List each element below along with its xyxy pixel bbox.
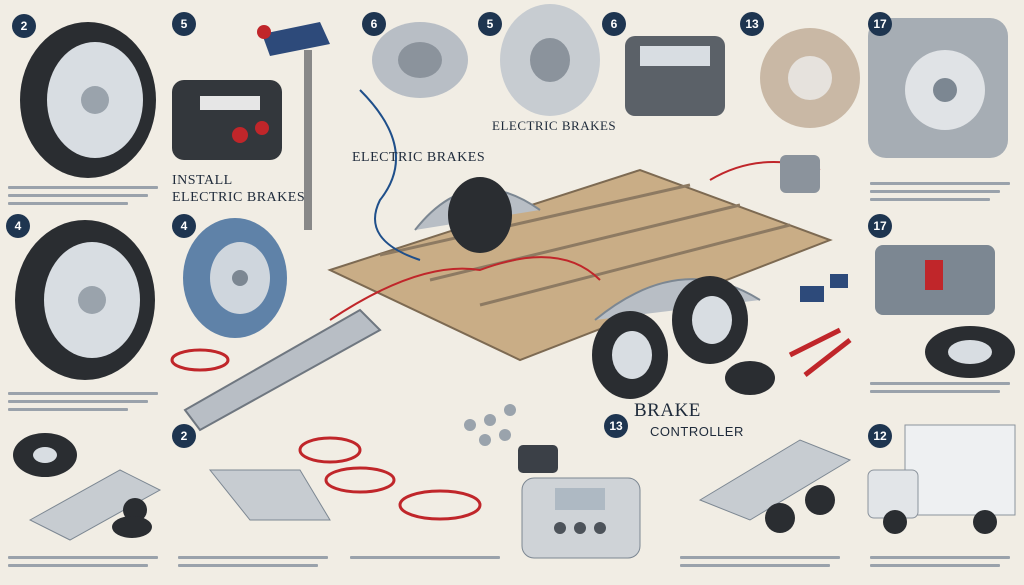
step-badge: 5	[172, 12, 196, 36]
bolt-set	[464, 404, 516, 446]
controller-module-top	[625, 36, 725, 116]
caption-line	[870, 190, 1000, 193]
caption-line	[870, 564, 1000, 567]
spool-right-core	[948, 340, 992, 364]
caption-line	[178, 556, 328, 559]
trailer-small-bottom-left	[28, 469, 162, 541]
step-badge: 17	[868, 214, 892, 238]
install-title-line1: INSTALL	[172, 173, 233, 188]
brake-assembly-top	[760, 28, 860, 128]
step-badge: 13	[604, 414, 628, 438]
caption-line	[8, 194, 148, 197]
brake-controller-handheld	[521, 477, 641, 559]
caption-line	[870, 382, 1010, 385]
electric-brakes-caption: ELECTRIC BRAKES	[492, 118, 617, 133]
brake-magnet	[780, 155, 820, 193]
wire-coils	[170, 348, 482, 521]
step-badge: 5	[478, 12, 502, 36]
brake-drum-top	[500, 4, 600, 116]
electric-brakes-caption: ELECTRIC BRAKES	[352, 150, 486, 165]
install-title: INSTALL ELECTRIC BRAKES	[172, 172, 305, 206]
brake-backing-plate-top	[372, 22, 468, 98]
caption-line	[8, 392, 158, 395]
spool-small	[112, 516, 152, 538]
controller-caption: CONTROLLER	[650, 424, 744, 439]
caption-line	[870, 556, 1010, 559]
trailer-bottom-center	[698, 439, 852, 533]
caption-line	[8, 556, 158, 559]
step-badge: 2	[172, 424, 196, 448]
tire-top-left	[20, 22, 156, 178]
brake-drum-blue	[183, 218, 287, 338]
step-badge: 2	[12, 14, 36, 38]
caption-line	[870, 390, 1000, 393]
caption-line	[8, 408, 128, 411]
step-badge: 17	[868, 12, 892, 36]
cargo-van	[867, 424, 1016, 534]
brake-caliper-top-right	[868, 18, 1008, 158]
caption-line	[8, 186, 158, 189]
caption-line	[8, 400, 148, 403]
tire-mid-left	[15, 220, 155, 380]
caption-line	[178, 564, 318, 567]
battery-box	[875, 245, 995, 315]
circuit-tester-tool	[257, 22, 330, 230]
caption-line	[350, 556, 500, 559]
spool-center	[725, 361, 775, 395]
step-badge: 4	[172, 214, 196, 238]
step-badge: 6	[602, 12, 626, 36]
spool-bottom-left	[13, 433, 77, 477]
step-badge: 13	[740, 12, 764, 36]
step-badge: 12	[868, 424, 892, 448]
install-title-line2: ELECTRIC BRAKES	[172, 190, 306, 205]
mounting-bracket	[208, 469, 331, 521]
step-badge: 6	[362, 12, 386, 36]
caption-line	[680, 556, 840, 559]
step-badge: 4	[6, 214, 30, 238]
caption-line	[870, 198, 990, 201]
wire-stripper	[788, 327, 852, 377]
brake-controller-device	[172, 80, 282, 160]
caption-line	[870, 182, 1010, 185]
plug-connector	[518, 445, 558, 473]
brake-caption: BRAKE	[634, 400, 701, 421]
caption-line	[8, 564, 148, 567]
plug-pair	[800, 274, 848, 302]
caption-line	[8, 202, 128, 205]
caption-line	[680, 564, 830, 567]
